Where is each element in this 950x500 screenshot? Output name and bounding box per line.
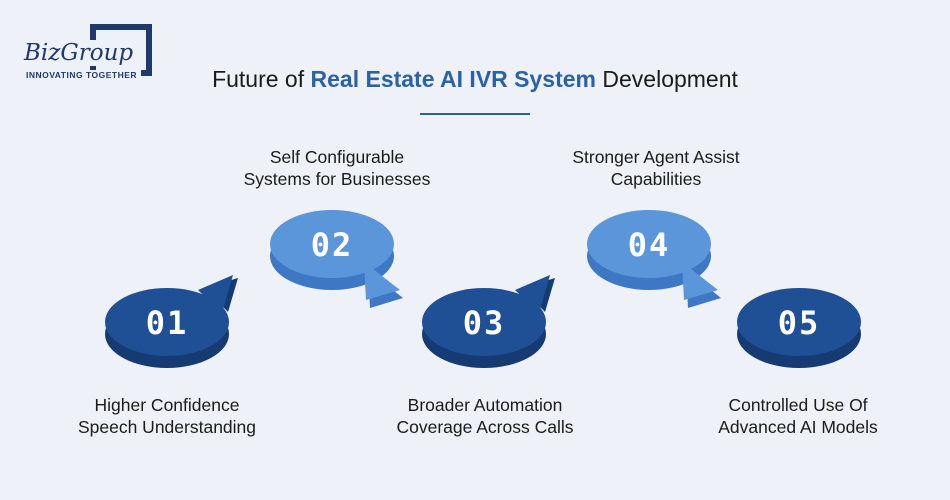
step-01-caption: Higher Confidence Speech Understanding	[37, 394, 297, 438]
step-01-caption-line2: Speech Understanding	[77, 417, 257, 437]
step-05-disc: 05	[737, 288, 861, 368]
step-05-number: 05	[778, 304, 821, 342]
page-title: Future of Real Estate AI IVR System Deve…	[0, 66, 950, 93]
title-prefix: Future of	[212, 66, 311, 92]
step-03-disc: 03	[422, 275, 555, 368]
step-01-caption-line1: Higher Confidence	[94, 395, 240, 415]
step-03-caption-line2: Coverage Across Calls	[396, 417, 574, 437]
title-suffix: Development	[596, 66, 738, 92]
step-01-disc: 01	[105, 275, 238, 368]
step-02-caption-line1: Self Configurable	[269, 147, 405, 167]
step-02-caption: Self Configurable Systems for Businesses	[207, 146, 467, 190]
step-03-number: 03	[463, 304, 506, 342]
step-01-number: 01	[146, 304, 189, 342]
bizgroup-logo: BizGroup INNOVATING TOGETHER	[22, 24, 157, 84]
title-highlight: Real Estate AI IVR System	[310, 66, 597, 92]
step-04-disc: 04	[587, 210, 721, 308]
step-05-caption-line1: Controlled Use Of	[728, 395, 868, 415]
step-05-caption-line2: Advanced AI Models	[718, 417, 878, 437]
step-02-caption-line2: Systems for Businesses	[243, 169, 431, 189]
logo-name: BizGroup	[24, 40, 137, 66]
step-04-caption-line2: Capabilities	[610, 169, 702, 189]
step-05-caption: Controlled Use Of Advanced AI Models	[668, 394, 928, 438]
title-underline	[420, 113, 530, 115]
logo-tagline: INNOVATING TOGETHER	[26, 70, 142, 80]
step-04-number: 04	[628, 226, 671, 264]
step-02-number: 02	[311, 226, 354, 264]
step-03-caption: Broader Automation Coverage Across Calls	[355, 394, 615, 438]
step-02-disc: 02	[270, 210, 403, 308]
step-04-caption: Stronger Agent Assist Capabilities	[526, 146, 786, 190]
step-04-caption-line1: Stronger Agent Assist	[572, 147, 740, 167]
step-03-caption-line1: Broader Automation	[407, 395, 563, 415]
